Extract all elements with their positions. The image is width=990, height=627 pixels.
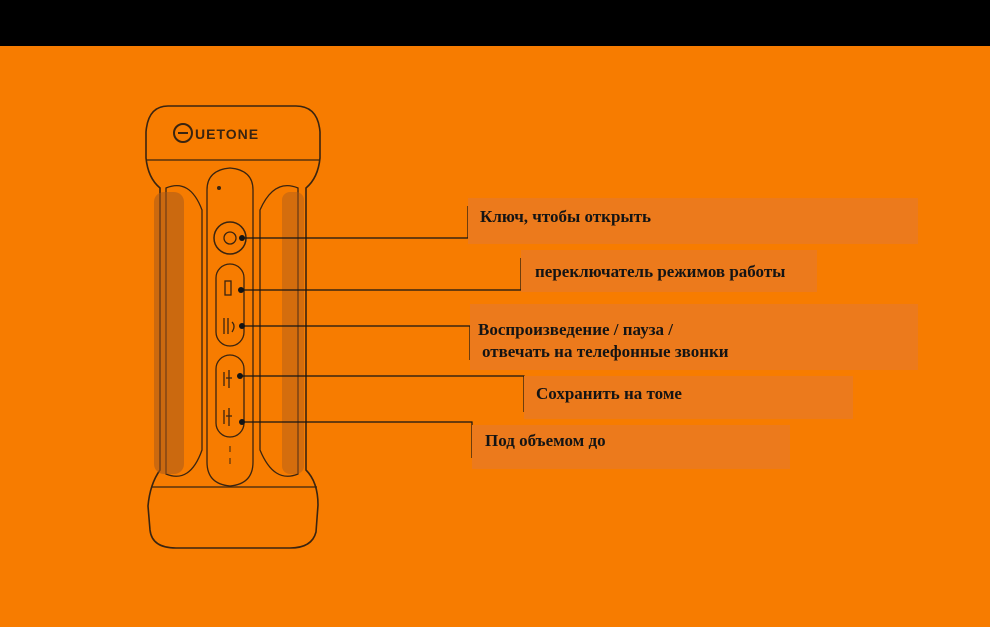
label-volume-up: Сохранить на томе <box>524 376 853 419</box>
right-grip <box>259 184 299 477</box>
status-led <box>217 186 221 190</box>
label-play-pause: Воспроизведение / пауза / отвечать на те… <box>470 304 918 370</box>
brand-logo-mark <box>173 123 193 143</box>
mode-play-capsule <box>215 263 245 347</box>
leader-play-pause <box>242 325 471 360</box>
left-grille <box>154 192 184 474</box>
speaker-body-outline <box>145 105 321 549</box>
label-lock-key: Ключ, чтобы открыть <box>468 198 918 244</box>
label-mode-switch: переключатель режимов работы <box>521 250 817 292</box>
top-black-bar <box>0 0 990 46</box>
label-volume-down-text: Под объемом до <box>485 431 606 450</box>
right-grille <box>282 192 304 474</box>
label-play-pause-line2: отвечать на телефонные звонки <box>482 342 729 361</box>
volume-down-icon <box>223 408 232 426</box>
mode-icon <box>224 280 232 296</box>
brand-logo-text: UETONE <box>195 126 259 142</box>
volume-up-icon <box>223 370 232 388</box>
label-play-pause-line1: Воспроизведение / пауза / <box>478 320 674 339</box>
label-volume-down: Под объемом до <box>472 425 790 469</box>
label-volume-up-text: Сохранить на томе <box>536 384 682 403</box>
left-grip <box>165 184 203 477</box>
control-column-outline <box>206 167 254 487</box>
play-pause-phone-icon <box>223 318 235 334</box>
lock-icon <box>223 231 237 245</box>
volume-capsule <box>215 354 245 438</box>
leader-volume-down <box>242 421 473 458</box>
label-mode-switch-text: переключатель режимов работы <box>535 262 786 281</box>
label-lock-key-text: Ключ, чтобы открыть <box>480 207 652 226</box>
leader-lock <box>242 206 469 239</box>
